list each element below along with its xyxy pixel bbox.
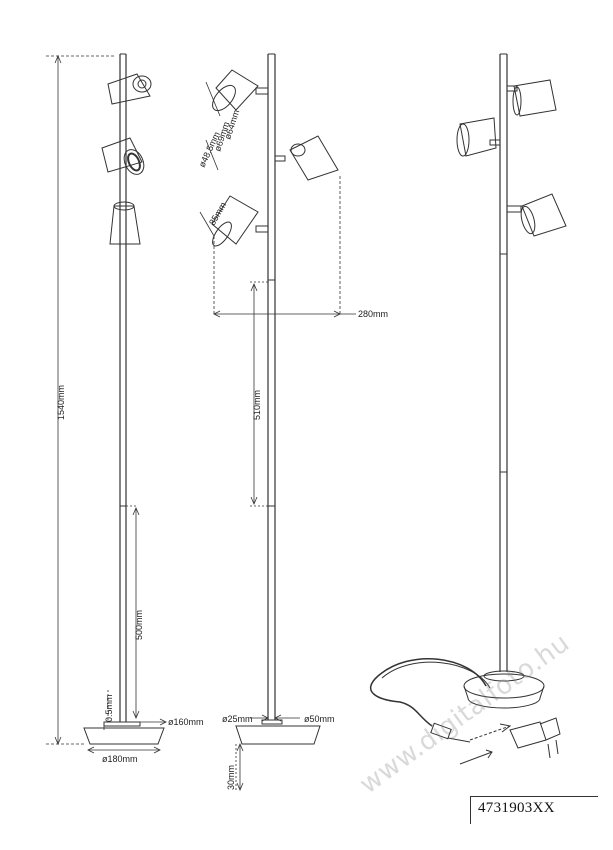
dim-base-offset: 0.5mm — [104, 694, 114, 722]
dim-base-outer: ø180mm — [102, 754, 138, 764]
dim-head-offset: 280mm — [358, 309, 388, 319]
lamp-view-front — [83, 53, 165, 745]
dims-view-side — [199, 81, 356, 792]
model-number: 4731903XX — [478, 800, 555, 816]
lamp-view-side — [211, 53, 339, 745]
dim-total-height: 1540mm — [56, 385, 66, 420]
dims-view-front — [46, 54, 167, 754]
model-number-frame — [470, 796, 598, 824]
dim-pole-diameter: ø25mm — [222, 714, 253, 724]
dim-lower-segment: 500mm — [134, 610, 144, 640]
dim-base-height: 30mm — [226, 765, 236, 790]
lamp-view-perspective — [370, 53, 567, 765]
dim-upper-segment: 510mm — [252, 390, 262, 420]
dim-collar-diameter: ø50mm — [304, 714, 335, 724]
dim-base-inner: ø160mm — [168, 717, 204, 727]
